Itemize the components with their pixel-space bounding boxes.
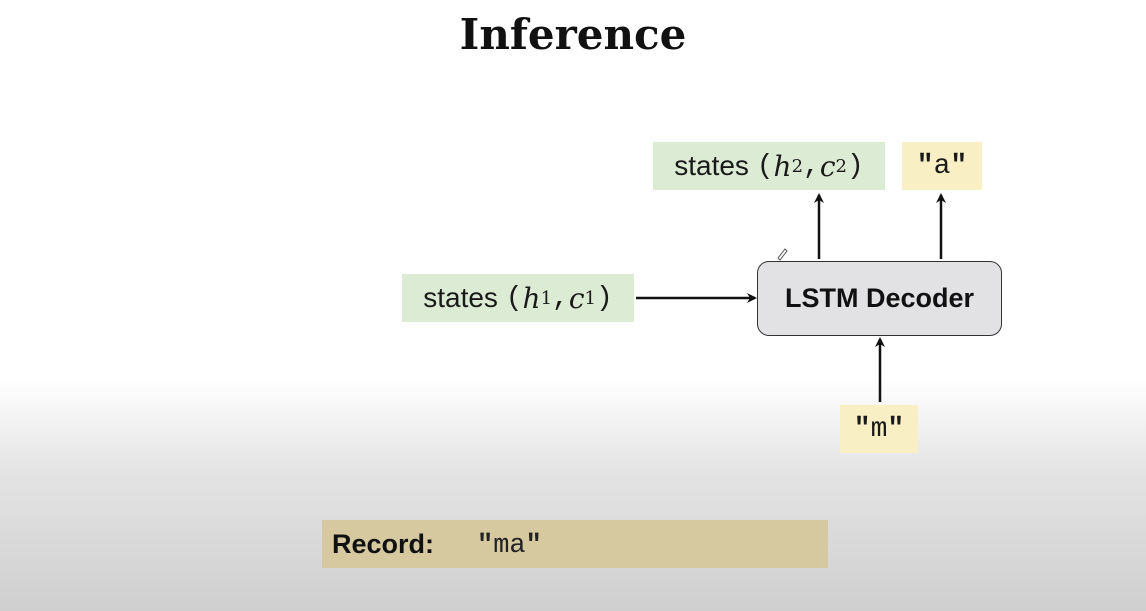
record-value: ma	[493, 530, 526, 561]
input-states-label: states	[423, 282, 498, 313]
slide-title: Inference	[459, 10, 687, 59]
output-c-symbol: c	[819, 149, 836, 183]
input-c-symbol: c	[568, 281, 585, 315]
input-char: m	[870, 413, 888, 445]
input-h-subscript: 1	[540, 287, 553, 309]
lstm-decoder-box: LSTM Decoder	[757, 261, 1002, 336]
output-char: a	[933, 150, 951, 182]
output-states-label: states	[674, 150, 749, 181]
output-h-symbol: h	[773, 149, 792, 183]
record-label: Record:	[332, 528, 435, 559]
input-c-subscript: 1	[584, 287, 596, 309]
output-h-subscript: 2	[791, 155, 804, 177]
input-h-symbol: h	[522, 281, 541, 315]
pen-cursor-icon	[777, 248, 788, 261]
input-char-box: "m"	[840, 405, 918, 453]
record-bar: Record: "ma"	[322, 520, 828, 568]
record-value-wrap: "ma"	[477, 530, 542, 561]
output-c-subscript: 2	[835, 155, 847, 177]
output-char-box: "a"	[902, 142, 982, 190]
